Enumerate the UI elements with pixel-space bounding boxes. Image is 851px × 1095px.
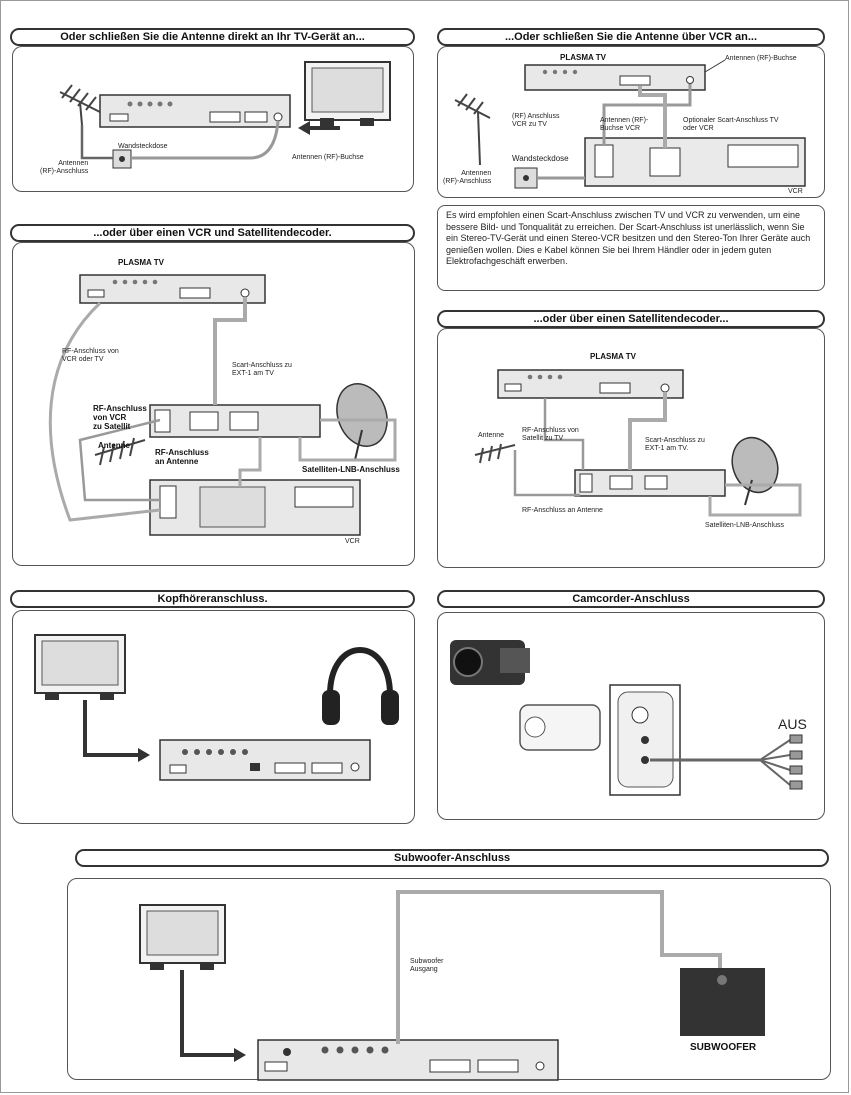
- label-scart-ext1-sat: Scart-Anschluss zu EXT-1 am TV.: [645, 437, 705, 452]
- label-plasma-vcr: PLASMA TV: [560, 53, 606, 62]
- label-lnb: Satelliten-LNB-Anschluss: [302, 465, 400, 474]
- section-title-direct: Oder schließen Sie die Antenne direkt an…: [10, 28, 415, 46]
- label-rf-jack-vcr: Antennen (RF)- Buchse VCR: [600, 117, 649, 132]
- label-wall-vcr: Wandsteckdose: [512, 154, 569, 163]
- section-title-sat: ...oder über einen Satellitendecoder...: [437, 310, 825, 328]
- headphones-icon: [322, 647, 399, 725]
- label-scart-ext1: Scart-Anschluss zu EXT-1 am TV: [232, 362, 292, 377]
- label-antenna-vcr: Antennen (RF)-Anschluss: [443, 170, 492, 185]
- label-rf-jack: Antennen (RF)-Buchse: [292, 154, 364, 161]
- camcorder-outline-icon: [519, 704, 601, 751]
- label-antenne-sat: Antenne: [478, 432, 505, 439]
- label-subwoofer: SUBWOOFER: [690, 1042, 757, 1053]
- label-rf-antenna: RF-Anschluss an Antenne: [155, 448, 209, 466]
- label-scart-optional: Optionaler Scart-Anschluss TV oder VCR: [683, 117, 779, 132]
- label-rf-vcr-sat: RF-Anschluss von VCR zu Satellit: [93, 404, 147, 431]
- camcorder-icon: [450, 640, 530, 685]
- section-title-headphone: Kopfhöreranschluss.: [10, 590, 415, 608]
- section-title-vcr-sat: ...oder über einen VCR und Satellitendec…: [10, 224, 415, 242]
- label-wall: Wandsteckdose: [118, 143, 168, 150]
- label-antenna: Antennen (RF)-Anschluss: [40, 160, 89, 175]
- label-rf-antenna-sat: RF-Anschluss an Antenne: [522, 507, 603, 514]
- section-title-subwoofer: Subwoofer-Anschluss: [75, 849, 829, 867]
- label-subwoofer-out: Subwoofer Ausgang: [410, 958, 444, 973]
- label-plasma-vcr-sat: PLASMA TV: [118, 258, 164, 267]
- section-title-vcr: ...Oder schließen Sie die Antenne über V…: [437, 28, 825, 46]
- section-title-camcorder: Camcorder-Anschluss: [437, 590, 825, 608]
- label-rf-vcr-or-tv: RF-Anschluss von VCR oder TV: [62, 348, 119, 363]
- label-rf-sat-tv: RF-Anschluss von Satellit zu TV: [522, 427, 579, 442]
- scart-note: Es wird empfohlen einen Scart-Anschluss …: [437, 205, 825, 291]
- label-plasma-sat: PLASMA TV: [590, 352, 636, 361]
- label-vcr-box: VCR: [788, 188, 803, 195]
- label-antenne: Antenne: [98, 441, 130, 450]
- antenna-icon: [59, 84, 101, 126]
- label-vcr-sat-box: VCR: [345, 538, 360, 545]
- label-rf-jack-vcr-top: Antennen (RF)-Buchse: [725, 55, 797, 62]
- label-lnb-sat: Satelliten-LNB-Anschluss: [705, 522, 784, 529]
- label-rf-vcr-tv: (RF) Anschluss VCR zu TV: [512, 113, 560, 128]
- label-aus: AUS: [778, 716, 807, 732]
- subwoofer-icon: [680, 968, 765, 1036]
